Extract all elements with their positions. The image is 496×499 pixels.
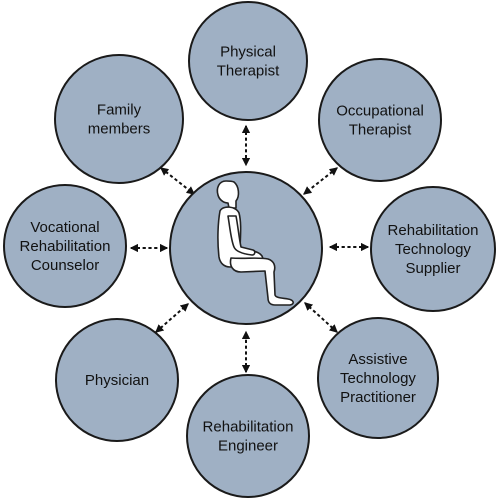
node-label-line: members: [88, 121, 151, 138]
connector-family-members: [160, 167, 195, 195]
node-circle: [318, 58, 442, 182]
node-label-line: Technology: [395, 241, 471, 258]
node-label-line: Rehabilitation: [388, 222, 479, 239]
node-label-line: Assistive: [348, 351, 407, 368]
node-circle: [3, 184, 127, 308]
node-circle: [186, 374, 310, 498]
node-label-line: Occupational: [336, 103, 424, 120]
node-label-line: Counselor: [31, 257, 99, 274]
node-label-line: Family: [97, 102, 142, 119]
node-label-line: Technology: [340, 370, 416, 387]
node-circle: [55, 318, 179, 442]
center-node: [169, 171, 323, 325]
connectors: [129, 124, 370, 374]
node-label-line: Physical: [220, 44, 276, 61]
node-label-line: Supplier: [405, 260, 460, 277]
node-circle: [188, 1, 308, 121]
node-circle: [317, 317, 439, 439]
node-family-members: Family members: [54, 54, 184, 184]
node-physician: Physician: [55, 318, 179, 442]
node-label-line: Practitioner: [340, 389, 416, 406]
connector-assistive-technology-practitioner: [304, 302, 338, 333]
connector-occupational-therapist: [303, 167, 338, 195]
node-circle: [370, 186, 496, 312]
node-label-line: Rehabilitation: [20, 238, 111, 255]
connector-physician: [155, 303, 189, 333]
node-label-line: Vocational: [30, 219, 99, 236]
node-label-line: Therapist: [349, 122, 412, 139]
node-label-line: Engineer: [218, 438, 278, 455]
node-label-line: Therapist: [217, 63, 280, 80]
outer-nodes: PhysicalTherapistOccupationalTherapistRe…: [3, 1, 496, 498]
seated-person-icon: [216, 180, 294, 306]
node-label-line: Physician: [85, 372, 149, 389]
node-label-line: Rehabilitation: [203, 419, 294, 436]
node-circle: [54, 54, 184, 184]
